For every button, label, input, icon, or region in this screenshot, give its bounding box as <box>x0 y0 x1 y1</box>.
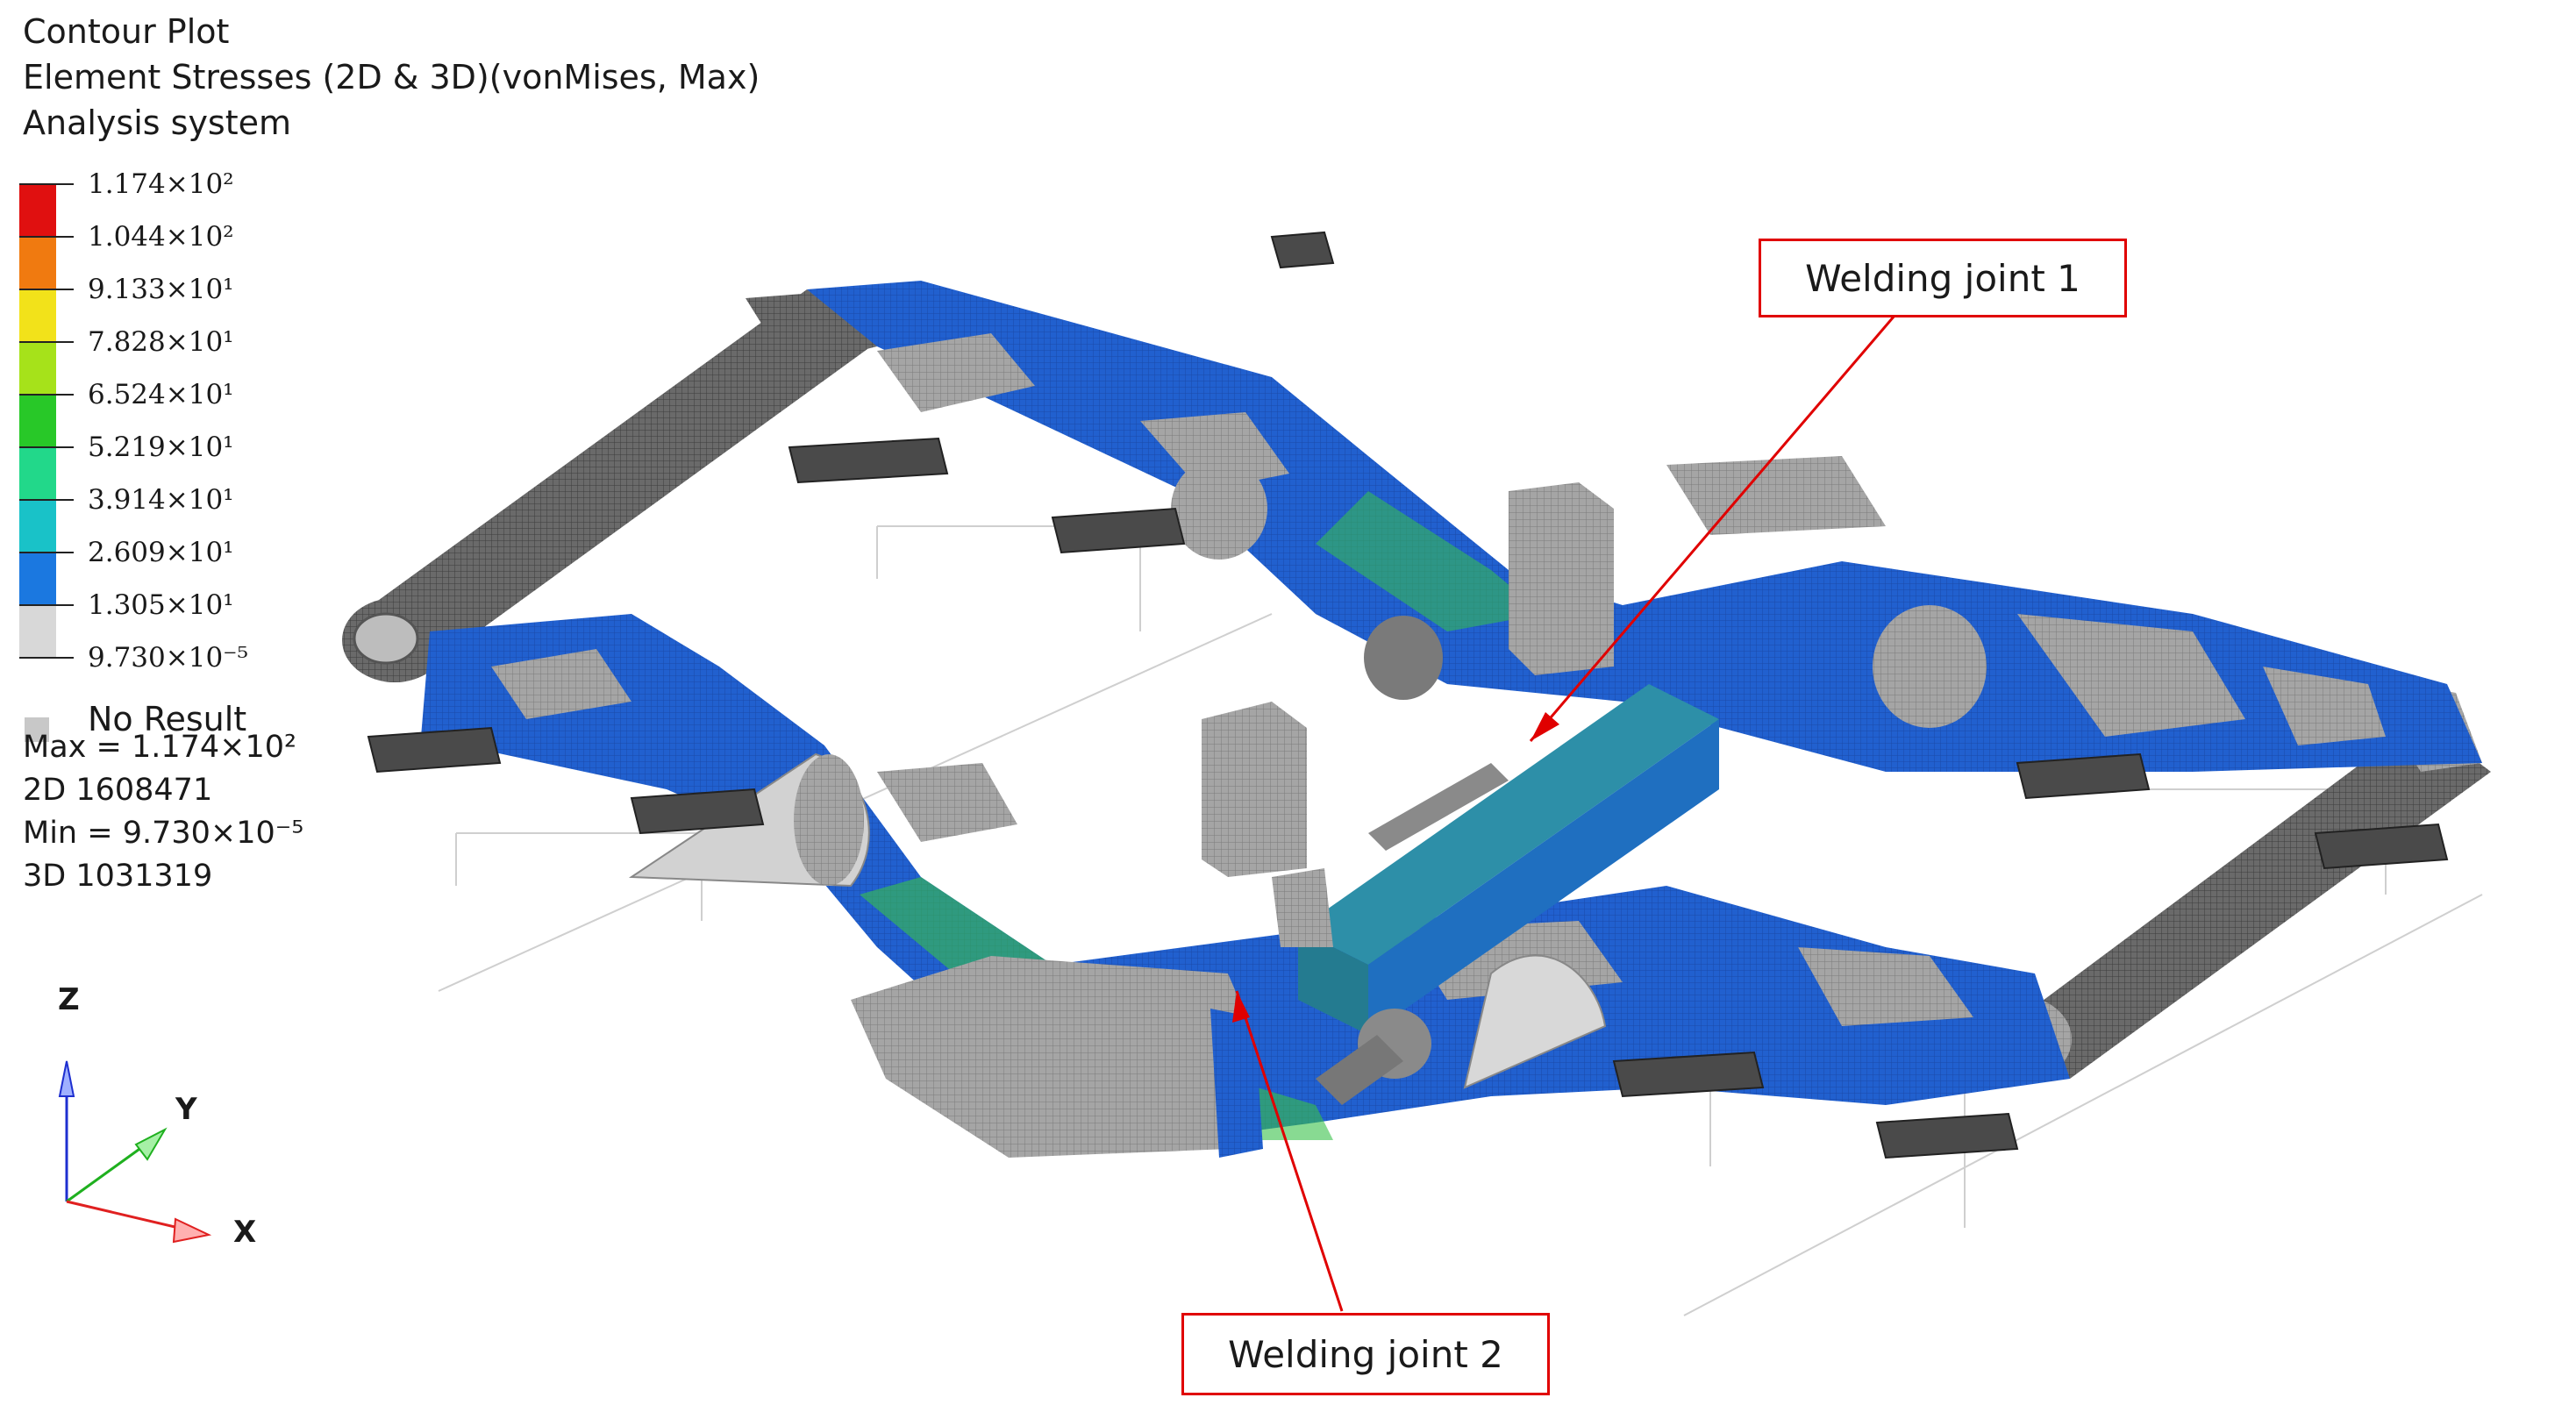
no-result-label: No Result <box>88 700 247 738</box>
legend-color-band <box>19 605 56 658</box>
y-axis-label: Y <box>175 1092 197 1127</box>
legend-tick <box>19 183 74 185</box>
left-cross-tube <box>342 289 877 682</box>
min-value: 9.730×10⁻⁵ <box>122 816 304 851</box>
callout-welding-joint-2: Welding joint 2 <box>1181 1313 1550 1395</box>
joint2-leader-line <box>1235 990 1344 1312</box>
y-axis-arrow-icon <box>134 1127 168 1161</box>
legend-tick <box>19 394 74 396</box>
joint1-arrow-icon <box>1531 712 1559 741</box>
legend-color-band <box>19 553 56 605</box>
legend-tick-label: 1.044×10² <box>88 221 234 253</box>
legend-color-band <box>19 342 56 395</box>
callout-welding-joint-1: Welding joint 1 <box>1759 239 2127 317</box>
legend-tick <box>19 657 74 659</box>
x-axis-arrow-icon <box>172 1217 212 1244</box>
x-axis-label: X <box>233 1215 257 1250</box>
legend-color-band <box>19 447 56 500</box>
legend-tick-label: 5.219×10¹ <box>88 431 234 463</box>
max-row: Max = 1.174×10² <box>23 730 297 765</box>
legend-tick <box>19 446 74 448</box>
legend-color-band <box>19 237 56 289</box>
legend-tick-label: 3.914×10¹ <box>88 484 234 516</box>
contour-legend: 1.174×10² 1.044×10² 9.133×10¹ 7.828×10¹ 6.52… <box>19 167 475 742</box>
legend-tick <box>19 552 74 553</box>
no-result-swatch <box>25 717 49 742</box>
plot-title: Contour Plot <box>23 12 230 51</box>
plot-header: Contour Plot Element Stresses (2D & 3D)(… <box>23 9 760 146</box>
legend-color-band <box>19 395 56 447</box>
legend-tick-label: 9.730×10⁻⁵ <box>88 642 248 674</box>
legend-tick-label: 1.174×10² <box>88 168 234 200</box>
joint2-arrow-icon <box>1232 991 1250 1023</box>
min-row: Min = 9.730×10⁻⁵ <box>23 816 304 851</box>
legend-tick-label: 7.828×10¹ <box>88 326 234 358</box>
vertical-brackets <box>1202 482 1614 947</box>
central-cross-beam <box>1298 684 1719 1035</box>
legend-color-band <box>19 289 56 342</box>
count-3d: 3D 1031319 <box>23 859 213 894</box>
legend-tick-label: 9.133×10¹ <box>88 274 234 305</box>
coordinate-system: Analysis system <box>23 103 292 142</box>
legend-tick-label: 2.609×10¹ <box>88 537 234 568</box>
legend-tick-label: 6.524×10¹ <box>88 379 234 410</box>
result-stats: Max = 1.174×10² 2D 1608471 Min = 9.730×1… <box>23 726 303 898</box>
max-value: 1.174×10² <box>131 730 297 765</box>
legend-tick <box>19 236 74 238</box>
joint1-leader-line <box>1529 315 1896 742</box>
count-2d: 2D 1608471 <box>23 773 213 808</box>
legend-tick <box>19 604 74 606</box>
rear-side-beam <box>807 281 2482 772</box>
z-axis-label: Z <box>58 982 80 1017</box>
legend-tick <box>19 289 74 290</box>
axis-triad <box>58 1060 212 1244</box>
legend-tick <box>19 341 74 343</box>
result-type: Element Stresses (2D & 3D)(vonMises, Max… <box>23 58 760 96</box>
legend-tick <box>19 499 74 501</box>
legend-color-band <box>19 500 56 553</box>
front-box-structure <box>851 956 1263 1158</box>
legend-color-band <box>19 184 56 237</box>
legend-tick-label: 1.305×10¹ <box>88 589 234 621</box>
right-cone-and-axle <box>1316 954 1607 1105</box>
support-pads <box>367 231 2449 1159</box>
z-axis-arrow-icon <box>58 1060 75 1097</box>
